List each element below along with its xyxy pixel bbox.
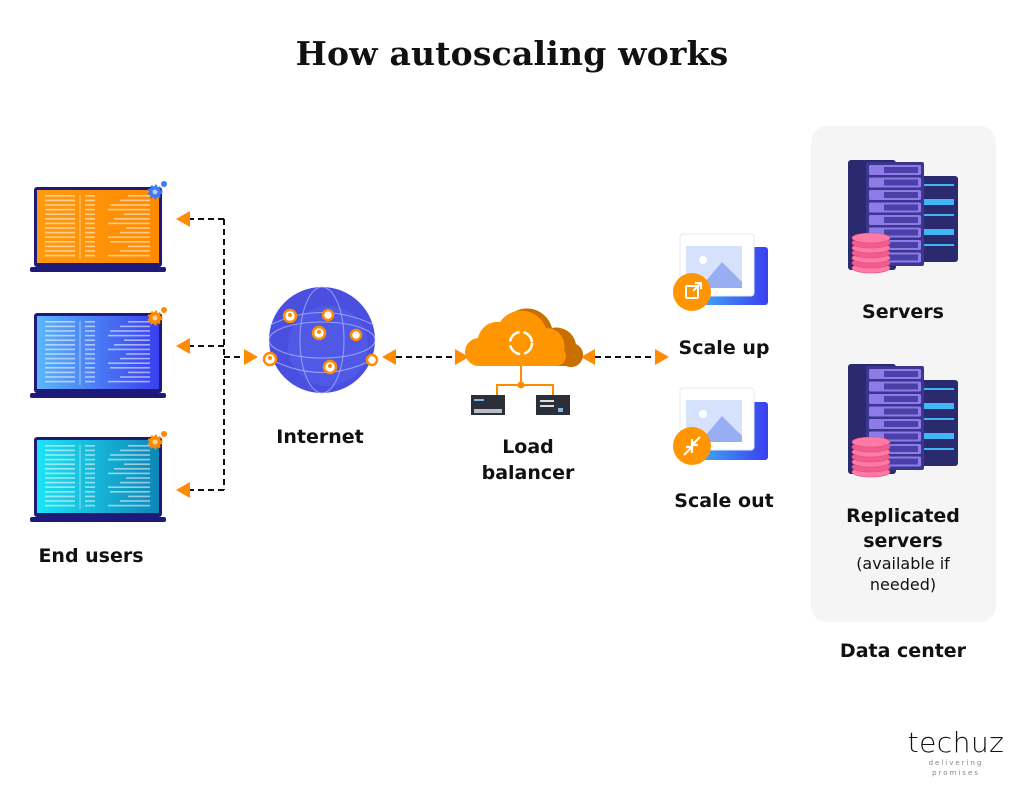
page-title: How autoscaling works	[295, 34, 729, 73]
load-balancer-label-2: balancer	[481, 462, 575, 484]
user-connector-lines	[190, 218, 655, 491]
replicated-note-2: needed)	[869, 575, 937, 594]
server-rack-icon	[848, 160, 958, 274]
arrow-left-icon	[176, 211, 190, 227]
replicated-servers-label-1: Replicated	[846, 505, 960, 527]
image-scale-out-icon	[673, 387, 768, 465]
arrow-right-icon	[655, 349, 669, 365]
database-icon	[851, 232, 891, 274]
arrow-left-icon	[176, 482, 190, 498]
techuz-logo: techuz delivering promises	[906, 728, 1006, 778]
load-balancer-label-1: Load	[502, 436, 554, 458]
server-rack-icon	[848, 364, 958, 478]
arrow-left-icon	[176, 338, 190, 354]
end-users-label: End users	[38, 545, 144, 567]
arrowheads	[176, 211, 669, 498]
replicated-note-1: (available if	[856, 554, 950, 573]
cloud-sync-icon	[464, 308, 584, 415]
logo-wordmark: techuz	[907, 726, 1005, 759]
database-icon	[851, 436, 891, 478]
replicated-servers-label-2: servers	[863, 530, 943, 552]
end-user-laptops	[30, 181, 167, 522]
data-center-label: Data center	[839, 640, 967, 662]
arrow-left-icon	[581, 349, 595, 365]
laptop-icon	[30, 181, 167, 272]
globe-icon	[262, 286, 379, 394]
logo-tagline: delivering promises	[928, 759, 984, 777]
scale-out-label: Scale out	[674, 490, 774, 512]
arrow-right-icon	[455, 349, 469, 365]
laptop-icon	[30, 307, 167, 398]
scale-up-label: Scale up	[678, 337, 770, 359]
internet-label: Internet	[276, 426, 364, 448]
laptop-icon	[30, 431, 167, 522]
arrow-right-icon	[244, 349, 258, 365]
server-racks	[848, 160, 958, 478]
arrow-left-icon	[382, 349, 396, 365]
servers-label: Servers	[862, 301, 944, 323]
image-scale-up-icon	[673, 233, 768, 311]
